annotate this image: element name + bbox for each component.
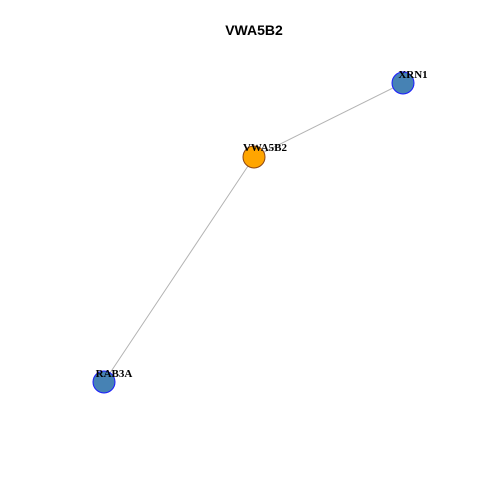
edge-vwa5b2-xrn1 xyxy=(253,82,404,158)
edge-vwa5b2-rab3a xyxy=(103,156,255,383)
node-vwa5b2-label: VWA5B2 xyxy=(243,142,288,154)
node-xrn1-label: XRN1 xyxy=(398,69,427,81)
nodes-layer: XRN1 VWA5B2 RAB3A xyxy=(92,69,428,394)
node-vwa5b2: VWA5B2 xyxy=(242,142,288,169)
edges-layer xyxy=(103,82,404,383)
node-rab3a-circle xyxy=(92,370,116,394)
node-rab3a-label: RAB3A xyxy=(96,368,133,380)
graph-title: VWA5B2 xyxy=(225,22,283,38)
node-rab3a: RAB3A xyxy=(92,368,133,394)
node-xrn1-circle xyxy=(391,71,415,95)
node-xrn1: XRN1 xyxy=(391,69,428,95)
node-vwa5b2-circle xyxy=(242,145,266,169)
